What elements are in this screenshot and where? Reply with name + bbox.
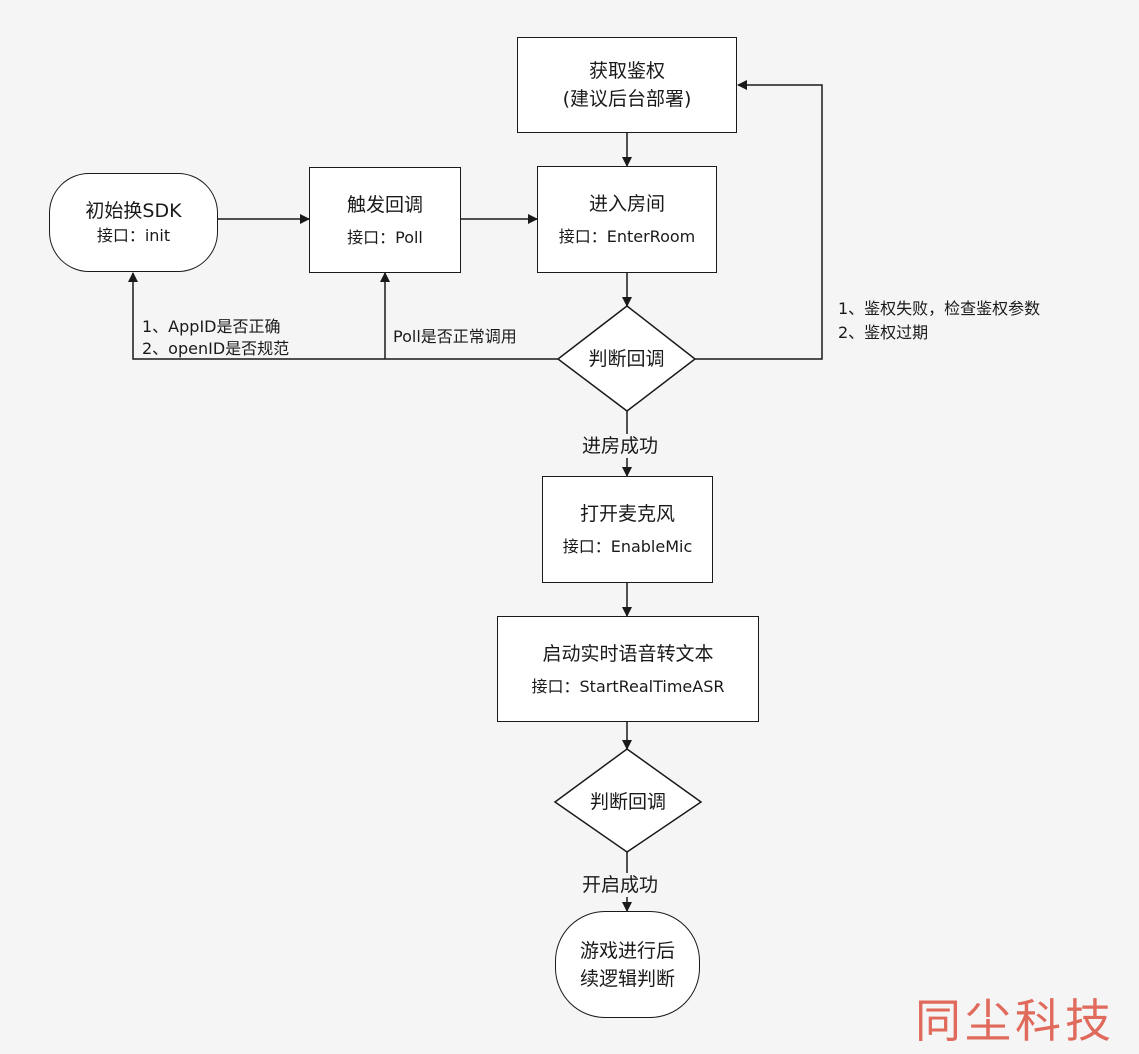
enter-room-title: 进入房间 (588, 193, 665, 215)
start-asr-node: 启动实时语音转文本 接口：StartRealTimeASR (497, 616, 759, 722)
watermark-logo: 同尘科技 (915, 994, 1115, 1048)
enter-room-node: 进入房间 接口：EnterRoom (537, 166, 717, 273)
enable-mic-title: 打开麦克风 (579, 503, 675, 525)
enable-mic-node: 打开麦克风 接口：EnableMic (542, 476, 713, 583)
poll-check-label: Poll是否正常调用 (393, 327, 517, 346)
asr-success-label: 开启成功 (580, 873, 661, 897)
game-logic-node: 游戏进行后 续逻辑判断 (555, 911, 700, 1018)
decision-1-label: 判断回调 (588, 348, 665, 370)
get-auth-node: 获取鉴权 (建议后台部署) (517, 37, 737, 133)
start-asr-title: 启动实时语音转文本 (542, 642, 714, 665)
init-check-label-2: 2、openID是否规范 (142, 339, 290, 358)
arrow-decision1-to-auth (695, 80, 823, 360)
start-asr-api: 接口：StartRealTimeASR (531, 676, 725, 696)
room-success-label: 进房成功 (580, 434, 661, 458)
auth-fail-label-2: 2、鉴权过期 (838, 323, 929, 342)
init-sdk-title: 初始换SDK (85, 200, 182, 222)
decision-diamond-2 (553, 748, 703, 853)
arrow-decision1-to-init (128, 272, 558, 360)
game-logic-line-2: 续逻辑判断 (579, 967, 675, 990)
auth-fail-label-1: 1、鉴权失败，检查鉴权参数 (838, 299, 1041, 318)
decision-2-label: 判断回调 (589, 791, 666, 813)
get-auth-note: (建议后台部署) (562, 88, 692, 110)
init-sdk-node: 初始换SDK 接口：init (49, 173, 218, 272)
decision-diamond-1 (556, 305, 697, 412)
get-auth-title: 获取鉴权 (588, 60, 665, 82)
poll-title: 触发回调 (346, 193, 423, 216)
poll-node: 触发回调 接口：Poll (309, 167, 461, 273)
game-logic-line-1: 游戏进行后 (579, 939, 675, 962)
enter-room-api: 接口：EnterRoom (558, 227, 696, 246)
poll-api: 接口：Poll (347, 227, 423, 247)
init-sdk-api: 接口：init (96, 226, 171, 245)
init-check-label-1: 1、AppID是否正确 (142, 317, 281, 336)
enable-mic-api: 接口：EnableMic (562, 537, 693, 556)
